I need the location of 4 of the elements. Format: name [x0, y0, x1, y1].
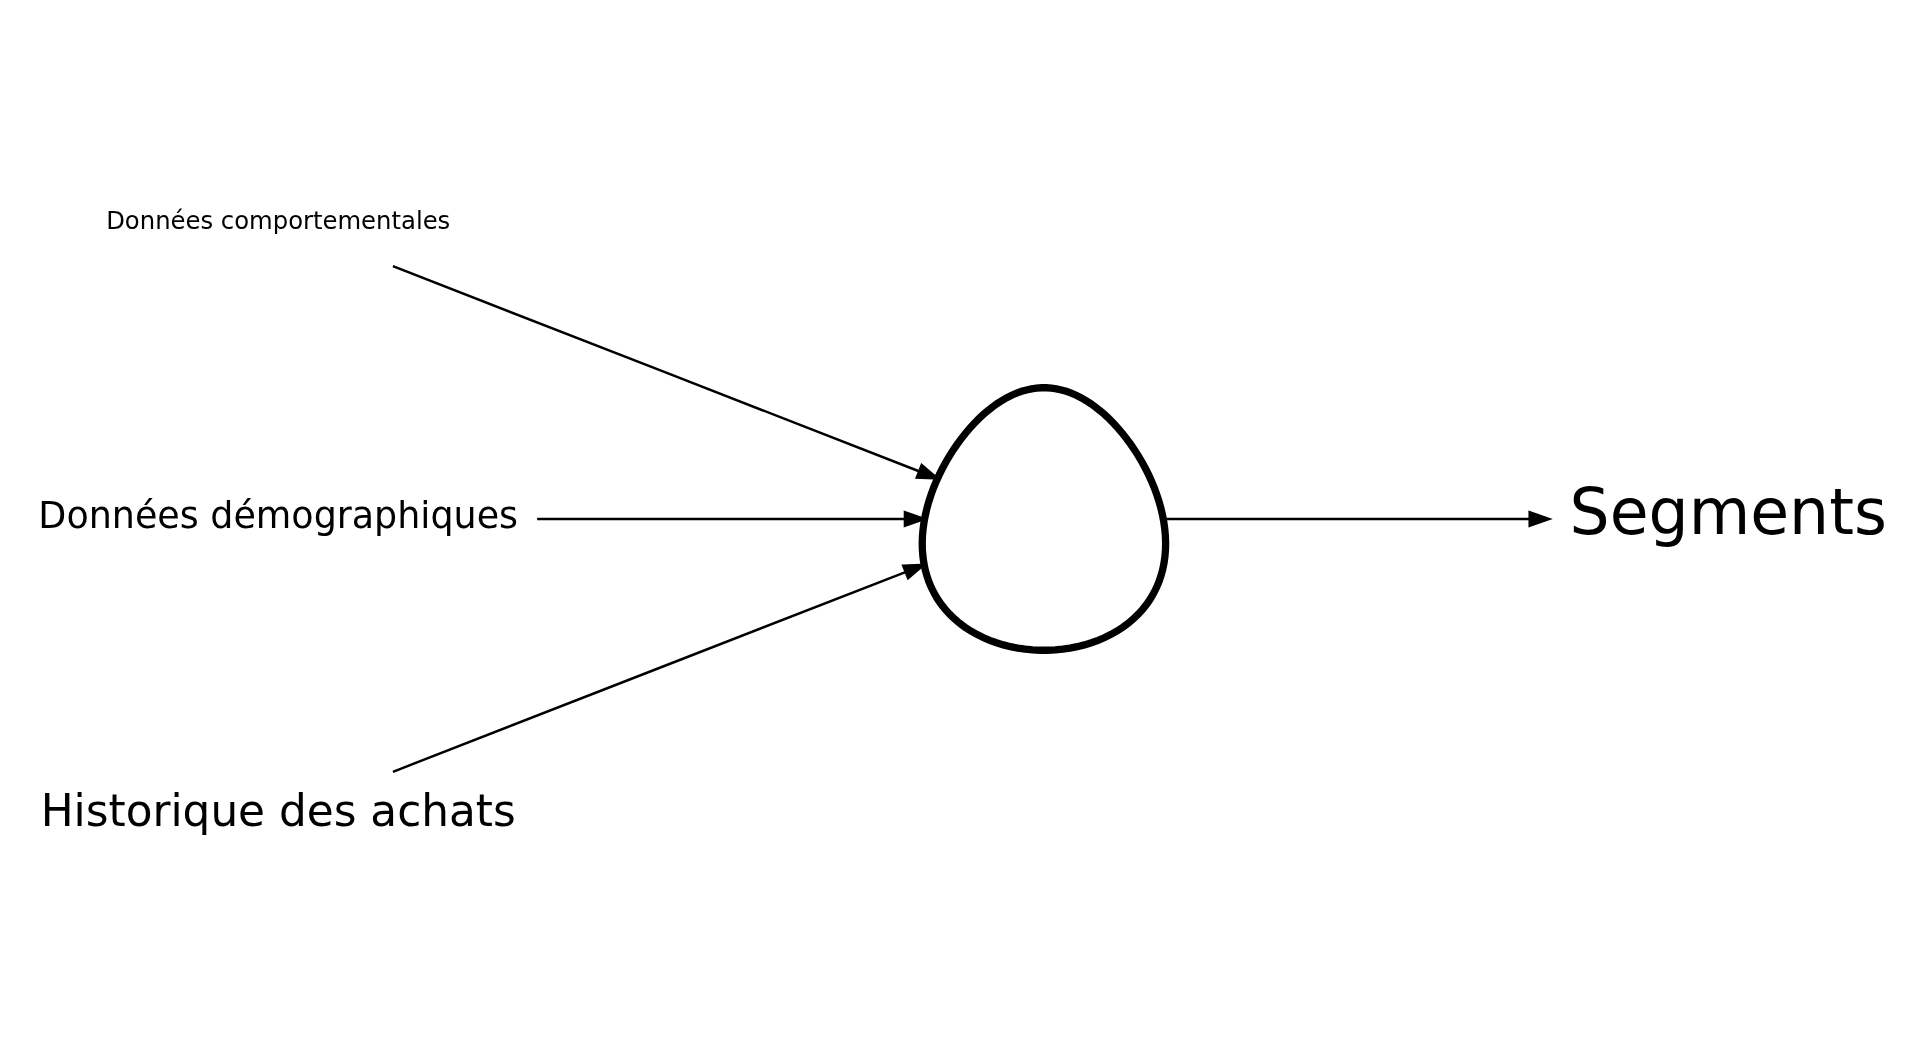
- node-text: Données comportementales: [106, 205, 451, 235]
- node-text: Historique des achats: [40, 784, 516, 836]
- node-text: Données démographiques: [38, 493, 519, 537]
- node-text: Segments: [1569, 474, 1887, 549]
